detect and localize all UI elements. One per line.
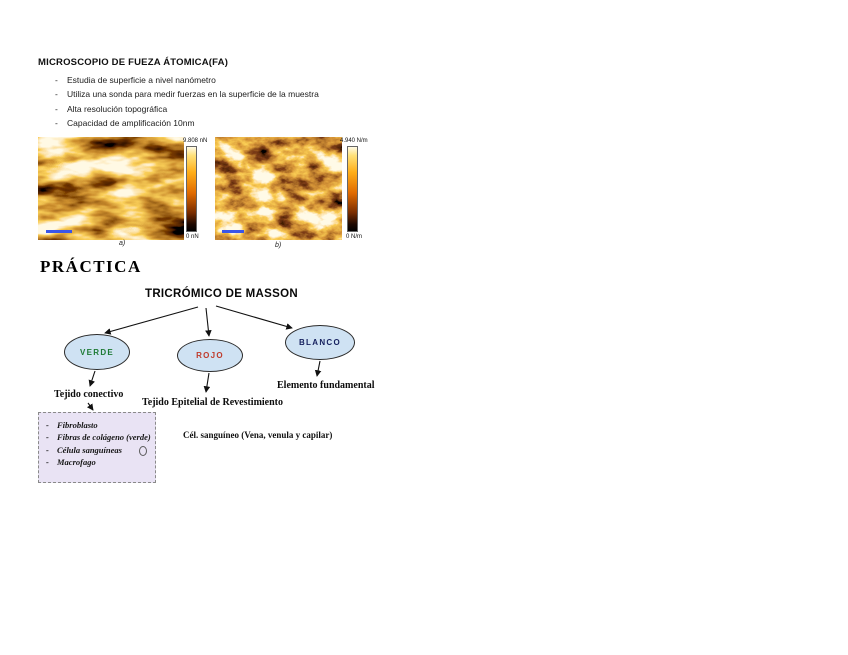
scalebar: [222, 230, 244, 233]
box-item: Fibroblasto: [46, 419, 151, 431]
section-title: MICROSCOPIO DE FUEZA ÁTOMICA(FA): [38, 57, 229, 68]
arrow-line: [314, 360, 322, 377]
node-label: VERDE: [79, 347, 115, 357]
box-item: Fibras de colágeno (verde): [46, 431, 151, 443]
colorbar-min-label: 0 nN: [186, 234, 199, 240]
diagram-title: TRICRÓMICO DE MASSON: [145, 288, 298, 300]
bullet-item: Estudia de superficie a nivel nanómetro: [55, 73, 415, 87]
afm-image-right: [215, 137, 342, 240]
figure-caption-left: a): [119, 240, 126, 247]
diagram-node-blanco: BLANCO: [285, 325, 355, 360]
result-label-rojo: Tejido Epitelial de Revestimiento: [142, 397, 284, 408]
box-item: Célula sanguíneas: [46, 444, 151, 456]
arrow-line: [88, 370, 96, 387]
arrow-line: [86, 402, 94, 411]
node-label: BLANCO: [298, 338, 342, 347]
box-item: Macrofago: [46, 456, 151, 468]
colorbar-left: [186, 146, 197, 232]
result-label-verde: Tejido conectivo: [54, 389, 124, 400]
notes-bullet-list: Estudia de superficie a nivel nanómetro …: [55, 73, 415, 131]
bullet-item: Alta resolución topográfica: [55, 102, 415, 116]
figure-caption-right: b): [275, 242, 282, 249]
diagram-node-verde: VERDE: [64, 334, 130, 370]
node-label: ROJO: [196, 351, 224, 360]
bullet-item: Utiliza una sonda para medir fuerzas en …: [55, 87, 415, 101]
connective-tissue-box: Fibroblasto Fibras de colágeno (verde) C…: [38, 412, 156, 483]
colorbar-min-label: 0 N/m: [346, 234, 363, 240]
practice-heading: PRÁCTICA: [40, 257, 142, 276]
blood-cells-note: Cél. sanguíneo (Vena, venula y capilar): [183, 430, 333, 440]
arrow-line: [215, 305, 293, 330]
afm-image-left: [38, 137, 184, 240]
colorbar-max-label: 4.940 N/m: [340, 138, 368, 144]
arrow-line: [104, 306, 199, 335]
arrow-line: [203, 372, 211, 393]
colorbar-max-label: 9.808 nN: [183, 138, 208, 144]
arrow-line: [205, 307, 212, 337]
scalebar: [46, 230, 72, 233]
circle-annotation: [139, 446, 147, 456]
colorbar-right: [347, 146, 358, 232]
diagram-node-rojo: ROJO: [177, 339, 243, 372]
result-label-blanco: Elemento fundamental: [277, 380, 375, 391]
bullet-item: Capacidad de amplificación 10nm: [55, 116, 415, 130]
